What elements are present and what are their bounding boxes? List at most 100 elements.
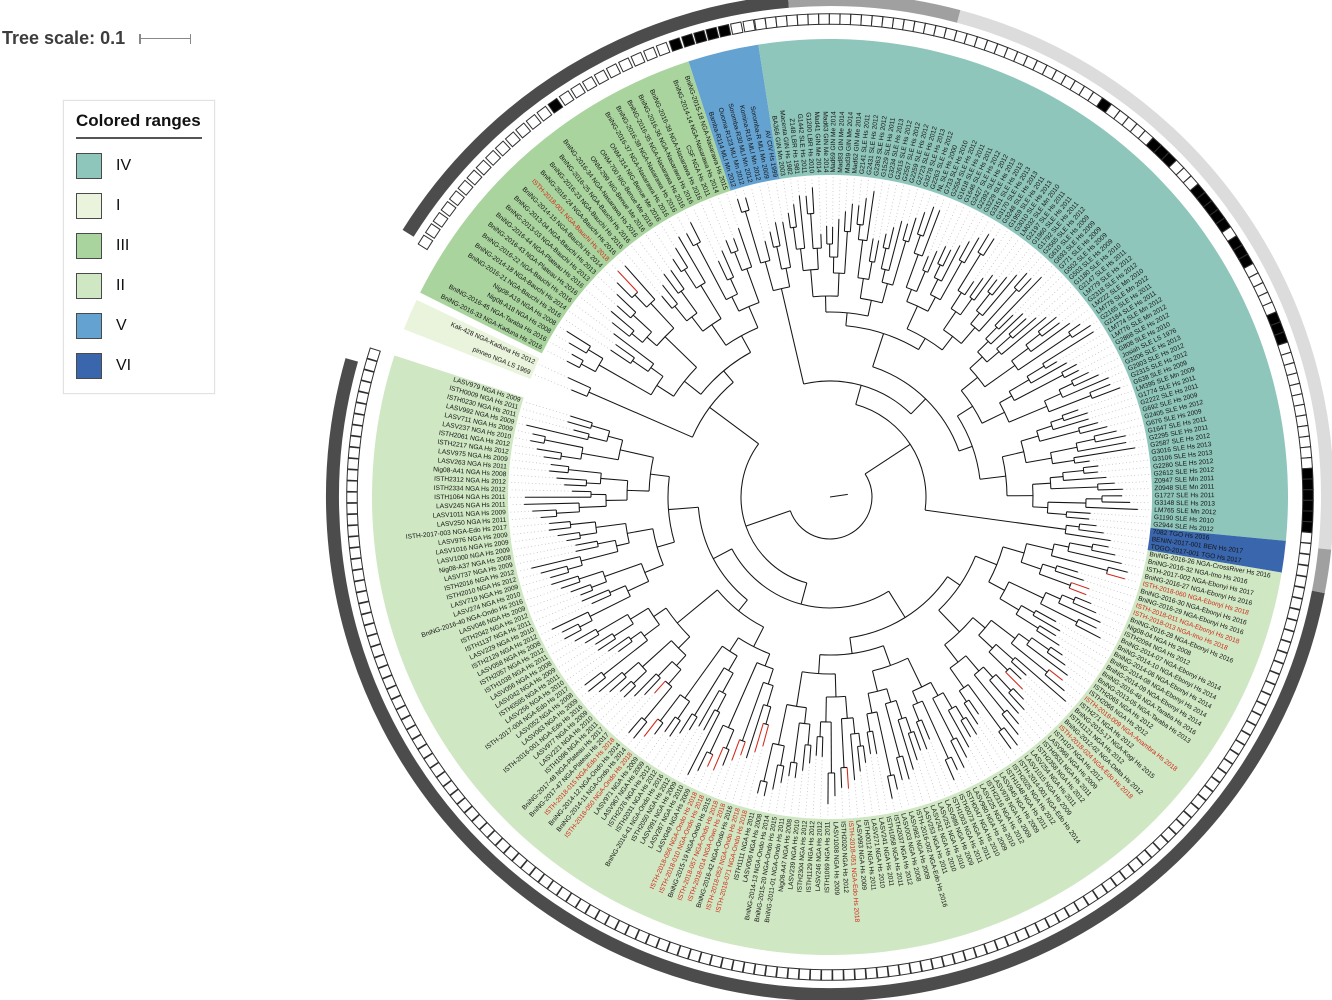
tree-branch xyxy=(668,506,699,511)
presence-square xyxy=(1175,810,1192,827)
tree-branch xyxy=(944,759,955,781)
tree-branch xyxy=(633,670,647,684)
leaf-leader xyxy=(805,763,810,817)
tree-branch xyxy=(674,305,688,322)
tree-arc xyxy=(1078,427,1081,434)
tree-branch xyxy=(947,576,961,586)
presence-square xyxy=(753,17,768,31)
tree-arc xyxy=(963,699,970,704)
presence-square xyxy=(363,622,378,637)
tree-branch xyxy=(1078,618,1097,629)
presence-square xyxy=(360,369,375,384)
tree-arc xyxy=(716,589,764,628)
legend-row-V: V xyxy=(76,313,202,339)
presence-square xyxy=(1283,617,1298,632)
tree-branch xyxy=(608,435,623,441)
tree-branch xyxy=(548,527,571,531)
tree-arc xyxy=(667,476,675,543)
presence-square xyxy=(346,469,359,482)
tree-branch xyxy=(862,745,867,763)
tree-branch xyxy=(613,333,654,365)
tree-arc xyxy=(1064,525,1067,534)
leaf-leader xyxy=(790,777,796,815)
leaf-leader xyxy=(750,186,766,242)
tree-branch xyxy=(867,693,873,714)
tree-branch xyxy=(711,324,727,346)
leaf-leader xyxy=(963,767,973,784)
taxon-label: G1190 SLE Hs 2010 xyxy=(1154,514,1215,525)
tree-arc xyxy=(957,289,966,296)
presence-square xyxy=(676,944,692,960)
tree-branch xyxy=(588,677,606,692)
legend-row-IV: IV xyxy=(76,153,202,179)
tree-branch xyxy=(765,706,772,725)
leaf-leader xyxy=(1062,679,1082,696)
presence-square xyxy=(503,845,520,862)
arc-left-dark xyxy=(402,0,789,237)
tree-branch xyxy=(843,211,847,232)
tree-arc xyxy=(640,563,650,582)
legend-row-III: III xyxy=(76,233,202,259)
presence-square xyxy=(1229,739,1246,756)
tree-branch xyxy=(654,722,664,735)
tree-branch xyxy=(866,191,875,241)
presence-square xyxy=(1101,877,1118,894)
colored-ranges-legend: Colored ranges IV I III II V VI xyxy=(63,100,215,394)
leaf-leader xyxy=(513,452,544,458)
leaf-leader xyxy=(631,245,663,286)
leaf-leader xyxy=(818,177,822,235)
leaf-leader xyxy=(518,567,532,572)
tree-branch xyxy=(1020,435,1039,442)
tree-branch xyxy=(643,718,659,737)
leaf-leader xyxy=(591,282,618,307)
tree-branch xyxy=(965,655,980,672)
leaf-leader xyxy=(790,179,794,205)
tree-branch xyxy=(659,694,681,722)
presence-square xyxy=(547,97,564,114)
presence-square xyxy=(1063,901,1080,918)
presence-square xyxy=(355,590,370,604)
leaf-leader xyxy=(653,229,674,260)
tree-branch xyxy=(884,703,901,757)
tree-branch xyxy=(1074,460,1090,464)
tree-branch xyxy=(858,733,861,747)
tree-branch xyxy=(874,240,880,263)
leaf-leader xyxy=(547,638,565,649)
taxon-label: Mad69 GIN Me 2014 xyxy=(830,111,838,173)
leaf-leader xyxy=(514,540,567,550)
presence-square xyxy=(849,13,862,26)
tree-branch xyxy=(912,704,920,722)
presence-square xyxy=(742,19,756,33)
presence-square xyxy=(605,63,622,79)
tree-branch xyxy=(977,340,989,353)
presence-square xyxy=(1044,912,1060,929)
presence-square xyxy=(466,169,483,186)
tree-branch xyxy=(1045,361,1057,369)
tree-branch xyxy=(902,755,910,780)
tree-arc xyxy=(727,276,734,281)
leaf-leader xyxy=(1090,320,1098,326)
tree-branch xyxy=(927,251,938,273)
tree-arc xyxy=(596,541,599,547)
tree-branch xyxy=(921,210,941,257)
presence-square xyxy=(1300,520,1314,534)
presence-square xyxy=(876,965,889,979)
tree-branch xyxy=(729,278,739,295)
tree-branch xyxy=(540,515,557,519)
tree-branch xyxy=(872,731,878,754)
tree-arc xyxy=(978,619,992,636)
tree-branch xyxy=(620,449,654,458)
tree-arc xyxy=(803,380,912,415)
leaf-leader xyxy=(739,752,756,805)
tree-arc xyxy=(916,719,922,723)
tree-branch xyxy=(881,269,886,283)
tree-branch xyxy=(670,269,685,290)
tree-arc xyxy=(1046,646,1052,653)
presence-square xyxy=(1091,883,1108,900)
tree-arc xyxy=(595,629,600,635)
tree-branch xyxy=(1032,482,1051,485)
tree-branch xyxy=(1014,374,1064,401)
leaf-leader xyxy=(633,736,645,751)
tree-branch xyxy=(579,505,607,508)
taxon-label: Mad41 GIN Me 2014 xyxy=(813,111,822,173)
